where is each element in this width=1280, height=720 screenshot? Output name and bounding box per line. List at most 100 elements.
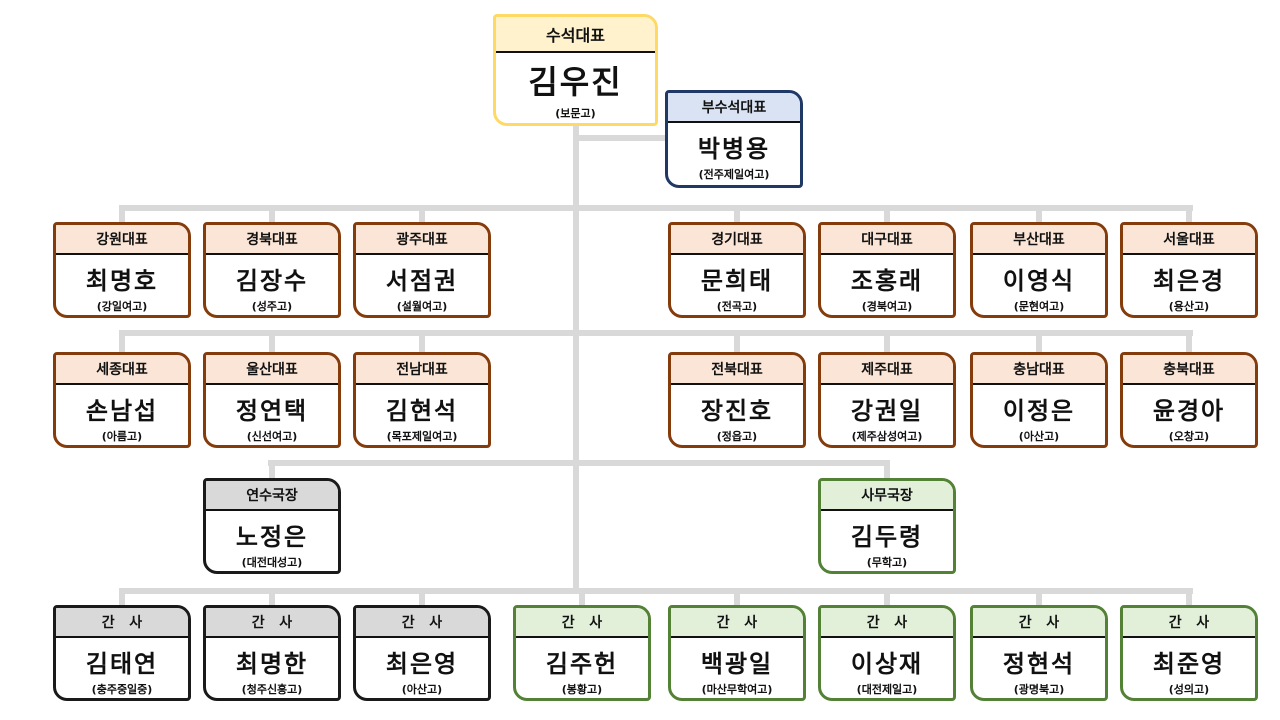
- role-header: 전북대표: [671, 355, 803, 385]
- school-name: (광명북고): [1013, 683, 1065, 696]
- role-header: 간 사: [821, 608, 953, 638]
- person-name: 장진호: [700, 397, 774, 425]
- role-header: 간 사: [1123, 608, 1255, 638]
- person-name: 이정은: [1002, 397, 1076, 425]
- school-name: (오창고): [1168, 430, 1210, 443]
- connector-line: [419, 330, 425, 352]
- school-name: (성의고): [1168, 683, 1210, 696]
- connector-line: [884, 205, 890, 223]
- role-header: 서울대표: [1123, 225, 1255, 255]
- connector-line: [121, 205, 1193, 211]
- person-name: 김장수: [235, 267, 309, 295]
- connector-line: [1036, 588, 1042, 606]
- person-name: 정연택: [235, 397, 309, 425]
- school-name: (전곡고): [716, 300, 758, 313]
- school-name: (무학고): [866, 556, 908, 569]
- connector-line: [268, 460, 888, 466]
- role-header: 간 사: [516, 608, 648, 638]
- role-header: 강원대표: [56, 225, 188, 255]
- school-name: (설월여고): [396, 300, 448, 313]
- connector-line: [269, 205, 275, 223]
- connector-line: [119, 330, 125, 352]
- connector-line: [1186, 330, 1192, 352]
- school-name: (대전대성고): [241, 556, 303, 569]
- connector-line: [121, 330, 1193, 336]
- connector-line: [269, 460, 275, 480]
- connector-line: [121, 588, 1193, 594]
- role-header: 간 사: [56, 608, 188, 638]
- school-name: (아름고): [101, 430, 143, 443]
- connector-line: [119, 588, 125, 606]
- school-name: (신선여고): [246, 430, 298, 443]
- connector-line: [1186, 205, 1192, 223]
- connector-line: [119, 205, 125, 223]
- person-name: 손남섭: [85, 397, 159, 425]
- connector-line: [1036, 205, 1042, 223]
- connector-line: [579, 588, 585, 606]
- school-name: (봉황고): [561, 683, 603, 696]
- school-name: (아산고): [401, 683, 443, 696]
- role-header: 울산대표: [206, 355, 338, 385]
- school-name: (목포제일여고): [386, 430, 458, 443]
- person-name: 김현석: [385, 397, 459, 425]
- school-name: (충주중일중): [91, 683, 153, 696]
- role-header: 수석대표: [496, 17, 655, 53]
- connector-line: [884, 460, 890, 480]
- person-name: 조홍래: [850, 267, 924, 295]
- role-header: 사무국장: [821, 481, 953, 511]
- person-name: 김주헌: [545, 650, 619, 678]
- connector-line: [1036, 330, 1042, 352]
- person-name: 박병용: [697, 135, 771, 163]
- role-header: 광주대표: [356, 225, 488, 255]
- connector-line: [573, 125, 579, 593]
- connector-line: [884, 588, 890, 606]
- role-header: 연수국장: [206, 481, 338, 511]
- person-name: 윤경아: [1152, 397, 1226, 425]
- school-name: (청주신흥고): [241, 683, 303, 696]
- school-name: (정읍고): [716, 430, 758, 443]
- person-name: 최은경: [1152, 267, 1226, 295]
- person-name: 김두령: [850, 523, 924, 551]
- connector-line: [734, 330, 740, 352]
- person-name: 노정은: [235, 523, 309, 551]
- connector-line: [884, 330, 890, 352]
- role-header: 간 사: [356, 608, 488, 638]
- role-header: 전남대표: [356, 355, 488, 385]
- connector-line: [734, 588, 740, 606]
- person-name: 정현석: [1002, 650, 1076, 678]
- role-header: 부수석대표: [668, 93, 800, 123]
- role-header: 대구대표: [821, 225, 953, 255]
- role-header: 경기대표: [671, 225, 803, 255]
- person-name: 최명한: [235, 650, 309, 678]
- person-name: 백광일: [700, 650, 774, 678]
- school-name: (보문고): [555, 107, 596, 120]
- role-header: 충남대표: [973, 355, 1105, 385]
- school-name: (문현여고): [1013, 300, 1065, 313]
- connector-line: [419, 588, 425, 606]
- person-name: 최은영: [385, 650, 459, 678]
- connector-line: [734, 205, 740, 223]
- school-name: (강일여고): [96, 300, 148, 313]
